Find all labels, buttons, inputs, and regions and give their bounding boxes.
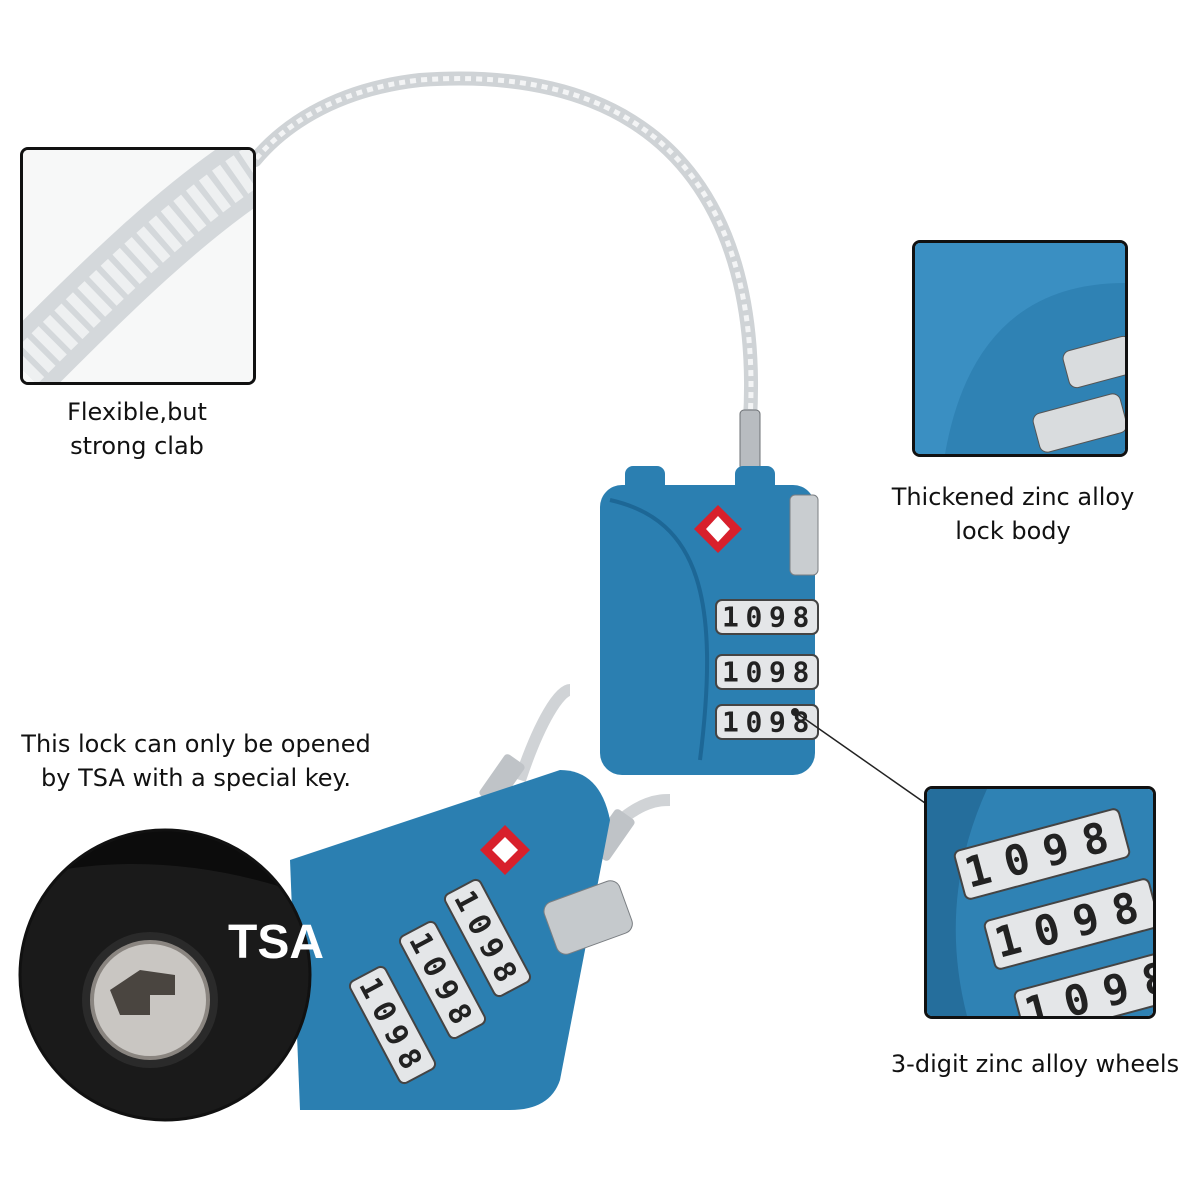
tsa-logo (694, 505, 742, 553)
caption-line: 3-digit zinc alloy wheels (890, 1050, 1180, 1078)
steel-cable (248, 71, 758, 427)
caption-line: This lock can only be opened (21, 730, 371, 758)
wheel-digit: 9 (769, 706, 786, 739)
cable-closeup (20, 147, 256, 385)
wheel-digit: 9 (769, 656, 786, 689)
wheel-digit: 1 (722, 706, 739, 739)
body-closeup (912, 240, 1128, 457)
caption-line: by TSA with a special key. (41, 764, 351, 792)
wheel-digit: 1 (722, 601, 739, 634)
wheel-digit: 1 (722, 656, 739, 689)
tsa-caption: This lock can only be opened by TSA with… (0, 727, 392, 795)
tsa-engraving: TSA (228, 916, 324, 969)
wheel-digit: 9 (769, 601, 786, 634)
keyhole-zoom (20, 830, 310, 1120)
wheel-digit: 8 (793, 601, 810, 634)
wheel-digit: 0 (746, 601, 763, 634)
wheel-digit: 8 (793, 656, 810, 689)
caption-line: Flexible,but (67, 398, 207, 426)
cable-ferrule (739, 409, 761, 471)
body-caption: Thickened zinc alloy lock body (863, 480, 1163, 548)
wheel-digit: 0 (746, 706, 763, 739)
caption-line: lock body (955, 517, 1071, 545)
second-tsa-logo (480, 825, 530, 875)
caption-line: Thickened zinc alloy (891, 483, 1135, 511)
wheels-caption: 3-digit zinc alloy wheels (870, 1047, 1200, 1081)
wheel-digit: 0 (746, 656, 763, 689)
cable-caption: Flexible,but strong clab (37, 395, 237, 463)
caption-line: strong clab (70, 432, 204, 460)
